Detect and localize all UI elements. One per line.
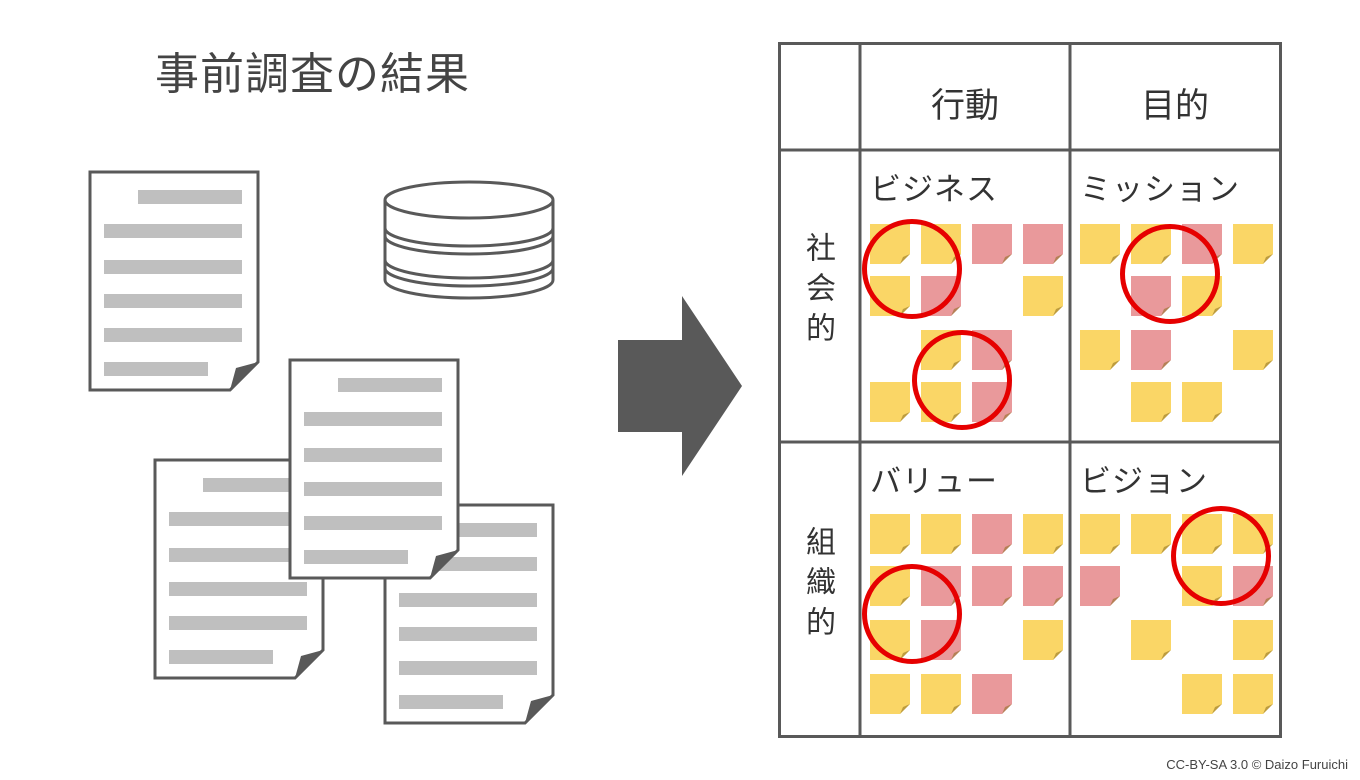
highlight-circle: [1171, 506, 1271, 606]
arrow-right-icon: [618, 296, 742, 476]
sticky-note-icon: [1080, 330, 1120, 370]
sticky-note-icon: [921, 674, 961, 714]
sticky-note-icon: [1080, 514, 1120, 554]
highlight-circle: [862, 564, 962, 664]
sticky-note-icon: [1131, 330, 1171, 370]
database-icon: [383, 180, 555, 300]
sticky-note-icon: [870, 674, 910, 714]
row-header-social: 社会的: [795, 232, 839, 365]
sticky-note-icon: [1023, 620, 1063, 660]
cell-title-business: ビジネス: [870, 172, 998, 208]
sticky-note-icon: [1182, 674, 1222, 714]
license-credit: CC-BY-SA 3.0 © Daizo Furuichi: [1166, 757, 1348, 772]
sticky-note-icon: [1131, 382, 1171, 422]
row-header-organizational-text: 組織的: [800, 526, 835, 646]
sticky-note-icon: [1023, 566, 1063, 606]
documents-illustration: [88, 170, 555, 725]
highlight-circle: [862, 219, 962, 319]
column-header-action: 行動: [931, 86, 999, 126]
sticky-note-icon: [1233, 224, 1273, 264]
sticky-note-icon: [870, 514, 910, 554]
highlight-circle: [912, 330, 1012, 430]
sticky-note-icon: [1233, 620, 1273, 660]
matrix-grid: 行動 目的 社会的 組織的 ビジネス ミッション バリュー ビジョン: [778, 42, 1282, 738]
sticky-note-icon: [921, 514, 961, 554]
column-header-purpose: 目的: [1141, 86, 1209, 126]
cell-title-value: バリュー: [870, 464, 998, 500]
sticky-note-icon: [1080, 566, 1120, 606]
sticky-note-icon: [972, 514, 1012, 554]
row-header-social-text: 社会的: [800, 232, 835, 352]
sticky-note-icon: [1182, 382, 1222, 422]
sticky-note-icon: [1023, 224, 1063, 264]
sticky-note-icon: [972, 224, 1012, 264]
document-icon: [288, 358, 460, 580]
sticky-note-icon: [1080, 224, 1120, 264]
sticky-note-icon: [972, 674, 1012, 714]
cell-title-vision: ビジョン: [1080, 464, 1208, 500]
document-icon: [153, 458, 325, 680]
cell-title-mission: ミッション: [1080, 172, 1240, 208]
sticky-note-icon: [1023, 514, 1063, 554]
row-header-organizational: 組織的: [795, 526, 839, 659]
sticky-note-icon: [870, 382, 910, 422]
sticky-note-icon: [1131, 620, 1171, 660]
sticky-note-icon: [1131, 514, 1171, 554]
sticky-note-icon: [1233, 674, 1273, 714]
sticky-note-icon: [1023, 276, 1063, 316]
document-icon: [88, 170, 260, 392]
sticky-note-icon: [1233, 330, 1273, 370]
highlight-circle: [1120, 224, 1220, 324]
sticky-note-icon: [972, 566, 1012, 606]
page-title: 事前調査の結果: [155, 49, 470, 100]
